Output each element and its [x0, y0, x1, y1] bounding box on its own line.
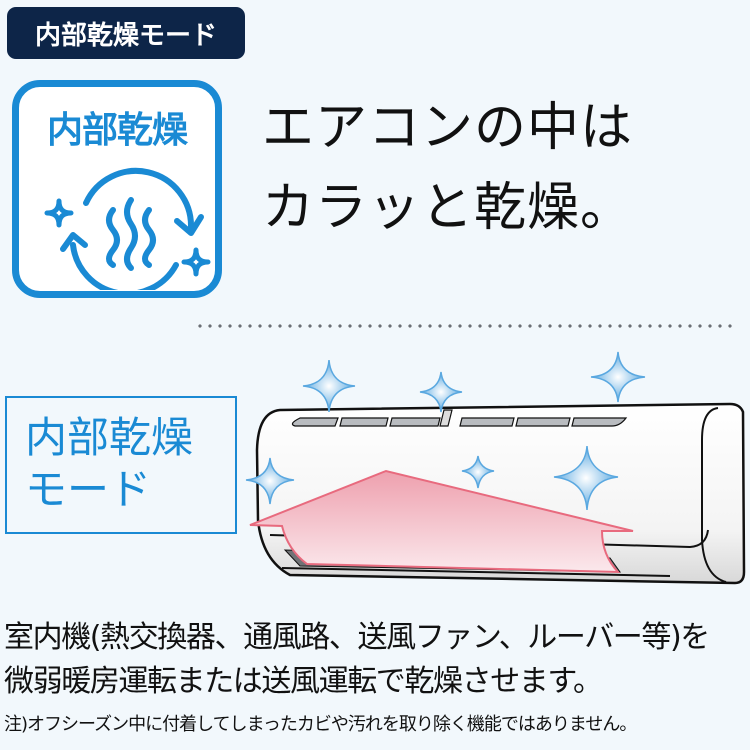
mode-label-line-2: モード [25, 465, 152, 514]
footnote: 注)オフシーズン中に付着してしまったカビや汚れを取り除く機能ではありません。 [4, 714, 637, 735]
description-line-2: 微弱暖房運転または送風運転で乾燥させます。 [4, 664, 603, 699]
sparkle-icon [245, 351, 646, 511]
mode-badge: 内部乾燥モード [7, 7, 245, 59]
headline-line-2: カラッと乾燥。 [262, 178, 634, 238]
internal-drying-icon-card: 内部乾燥 [12, 80, 222, 298]
drying-cycle-icon [44, 167, 211, 290]
headline-line-1: エアコンの中は [262, 98, 634, 158]
mode-label-box: 内部乾燥 モード [5, 396, 237, 534]
headline: エアコンの中は カラッと乾燥。 [262, 88, 633, 248]
description: 室内機(熱交換器、通風路、送風ファン、ルーバー等)を 微弱暖房運転または送風運転… [4, 616, 710, 704]
air-conditioner-icon [245, 351, 746, 585]
dotted-divider [195, 324, 735, 328]
icon-card-title: 内部乾燥 [46, 110, 188, 151]
description-line-1: 室内機(熱交換器、通風路、送風ファン、ルーバー等)を [4, 620, 710, 655]
mode-label-line-1: 内部乾燥 [25, 413, 194, 462]
